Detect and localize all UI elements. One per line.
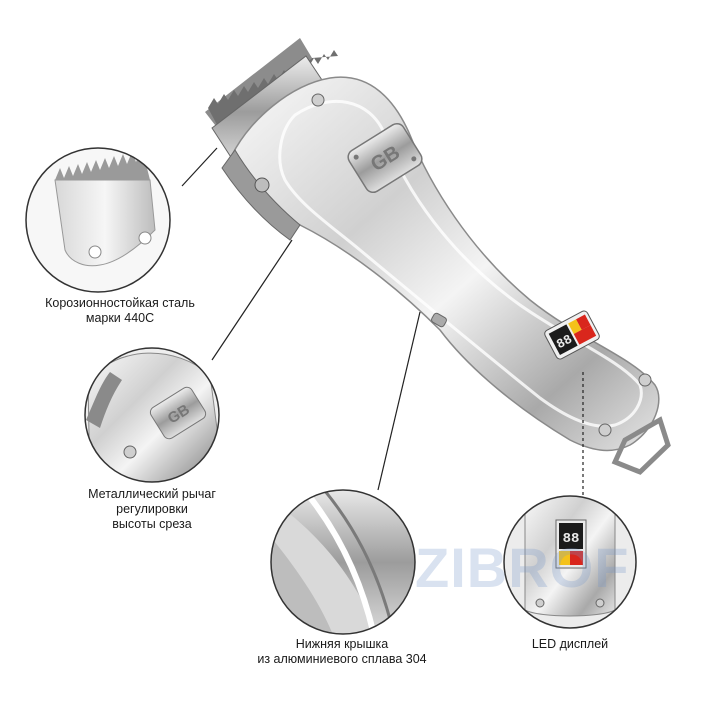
caption-cover-line-1: Нижняя крышка [295,637,389,651]
clipper-lever [221,149,301,241]
caption-lever-line-3: высоты среза [112,517,192,531]
caption-blade-line-1: Корозионностойкая сталь [45,296,195,310]
led-digits-zoom: 88 [563,531,580,547]
callout-line-lever [211,239,293,361]
caption-cover: Нижняя крышка из алюминиевого сплава 304 [232,637,452,667]
detail-circle-lever: GB [84,347,220,483]
caption-lever-line-1: Металлический рычаг [88,487,216,501]
caption-blade-line-2: марки 440С [85,311,155,325]
callout-line-blade [181,147,218,187]
callout-line-cover [377,311,421,491]
caption-lever-line-2: регулировки [116,502,188,516]
caption-lever: Металлический рычаг регулировки высоты с… [72,487,232,532]
clipper-led-display: 88 [544,310,600,360]
caption-cover-line-2: из алюминиевого сплава 304 [257,652,427,666]
clipper-handle [231,76,660,452]
led-digits: 88 [554,332,575,353]
detail-circle-display: 88 [503,495,637,629]
clipper-hanging-loop [611,416,671,475]
clipper-body: GB 88 [205,38,671,475]
detail-circle-blade [25,147,171,293]
watermark: ZIBROF [415,536,630,599]
caption-display-line-1: LED дисплей [531,637,609,651]
caption-blade: Корозионностойкая сталь марки 440С [30,296,210,326]
callout-lines [181,147,584,496]
clipper-logo-plate: GB [347,122,423,194]
detail-circle-cover [270,489,416,635]
caption-display: LED дисплей [520,637,620,652]
